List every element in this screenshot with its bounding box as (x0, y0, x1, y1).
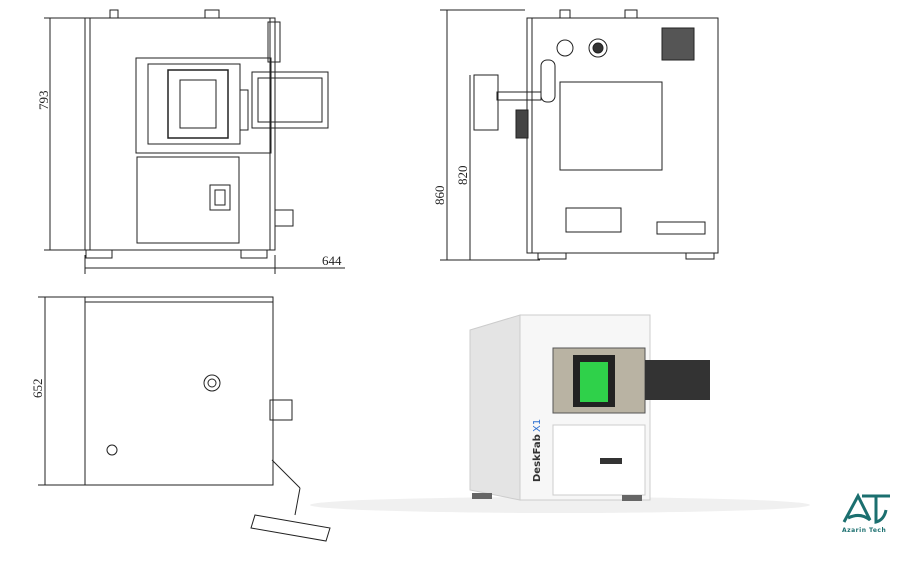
dim-side-height-total: 860 (432, 186, 447, 206)
azarin-tech-logo (842, 492, 890, 524)
top-view (38, 296, 331, 542)
product-name: DeskFab (532, 434, 543, 482)
dim-side-height-body: 820 (455, 166, 470, 186)
front-view (44, 9, 345, 274)
dim-top-depth: 652 (30, 379, 45, 399)
dim-front-height: 793 (36, 91, 51, 111)
logo-text: Azarin Tech (842, 527, 887, 534)
product-render (310, 314, 810, 513)
dim-front-width: 644 (322, 253, 342, 268)
product-model: X1 (532, 419, 543, 432)
side-view (440, 9, 719, 261)
screen (580, 362, 608, 402)
